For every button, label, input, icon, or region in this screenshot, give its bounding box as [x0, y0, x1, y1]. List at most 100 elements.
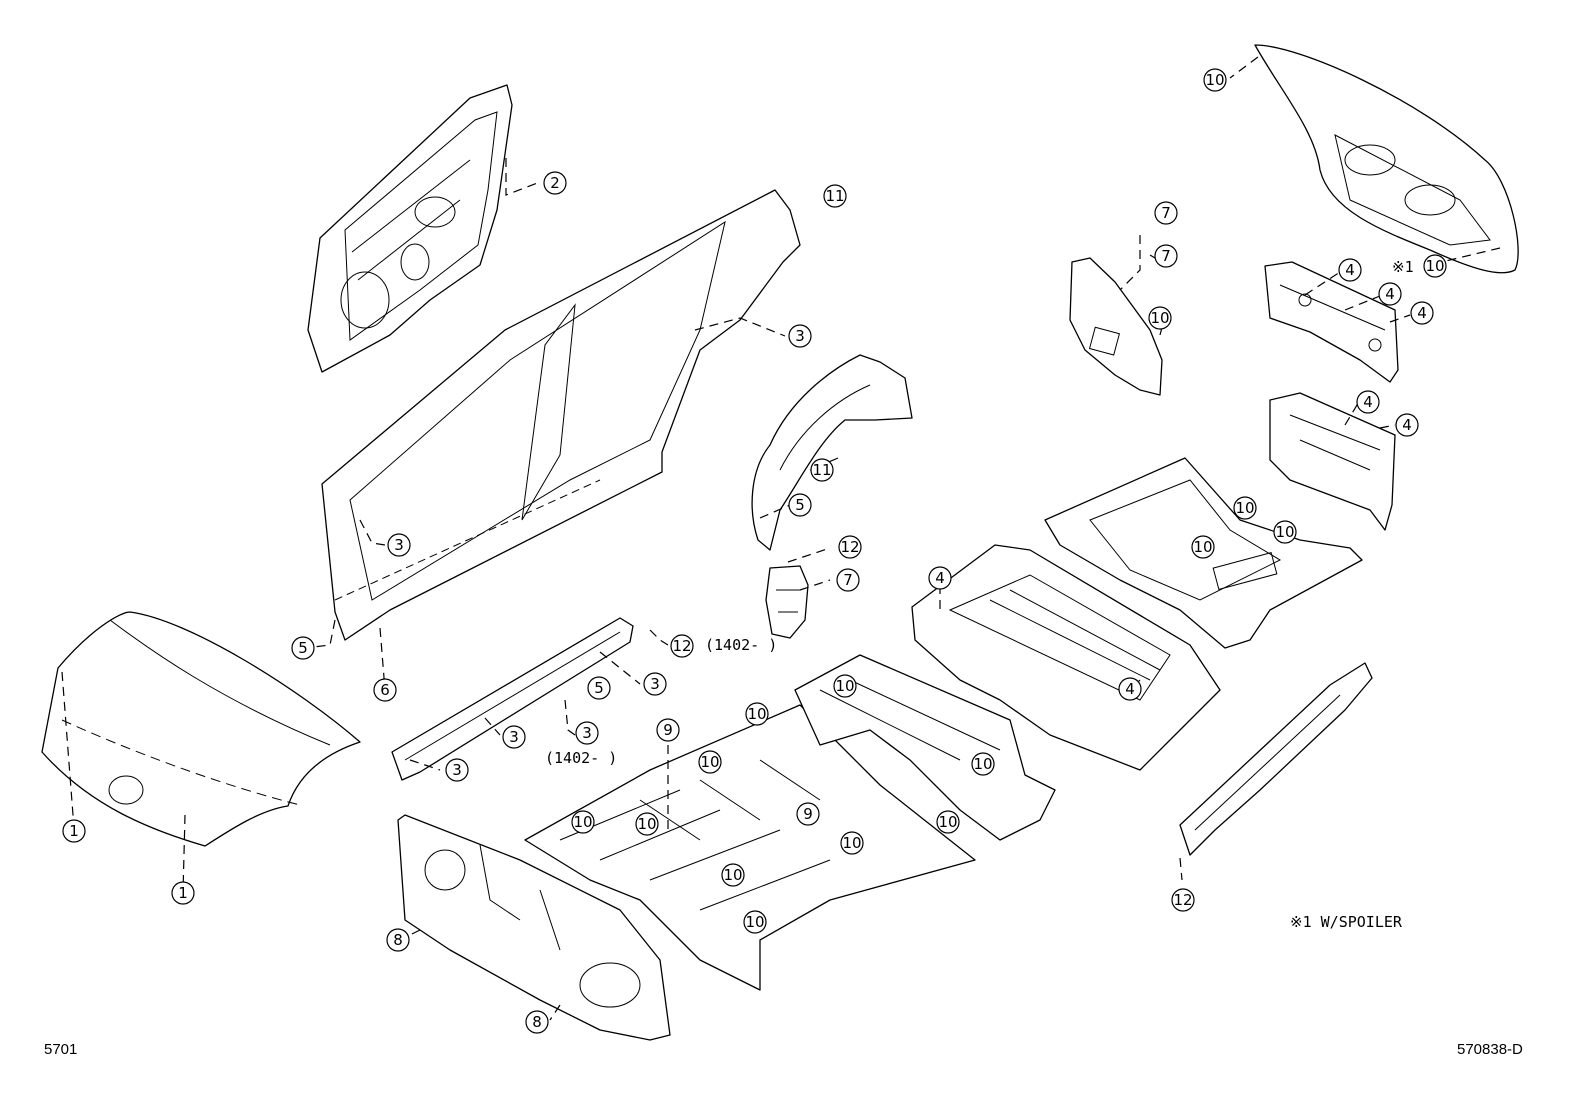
callout-3: 3: [575, 721, 599, 745]
callout-circle: [788, 324, 812, 348]
callout-circle: [721, 863, 745, 887]
callout-7: 7: [1154, 201, 1178, 225]
date-note-b: (1402- ): [545, 749, 617, 767]
callout-circle: [670, 634, 694, 658]
callout-number: 8: [532, 1013, 542, 1031]
center-floor-tunnel: [794, 654, 1056, 841]
front-floor-pan: [524, 704, 976, 991]
callout-circle: [1148, 306, 1172, 330]
callout-circle: [788, 493, 812, 517]
callout-circle: [1410, 301, 1434, 325]
footer-right-code: 570838-D: [1457, 1041, 1523, 1058]
callout-number: 1: [178, 884, 188, 902]
callout-circle: [838, 535, 862, 559]
callout-number: 4: [1402, 416, 1412, 434]
callout-number: 4: [1363, 393, 1373, 411]
callout-6: 6: [373, 678, 397, 702]
callout-circle: [1233, 496, 1257, 520]
callout-circle: [1154, 201, 1178, 225]
rear-upper-panel: [1264, 261, 1399, 383]
callout-10: 10: [743, 910, 767, 934]
callout-number: 4: [1385, 285, 1395, 303]
callout-number: 10: [700, 753, 719, 771]
callout-number: 10: [1150, 309, 1169, 327]
callout-5: 5: [788, 493, 812, 517]
callout-number: 12: [840, 538, 859, 556]
callout-number: 6: [380, 681, 390, 699]
callout-10: 10: [571, 810, 595, 834]
callout-4: 4: [1118, 677, 1142, 701]
callout-circle: [643, 672, 667, 696]
callout-8: 8: [386, 928, 410, 952]
callout-number: 8: [393, 931, 403, 949]
callout-1: 1: [62, 819, 86, 843]
callout-number: 5: [298, 639, 308, 657]
callout-number: 5: [594, 679, 604, 697]
callout-1: 1: [171, 881, 195, 905]
callout-circle: [571, 810, 595, 834]
callout-9: 9: [656, 718, 680, 742]
callout-3: 3: [387, 533, 411, 557]
side-body-panel: [321, 189, 801, 641]
callout-number: 10: [745, 913, 764, 931]
callout-number: 7: [1161, 204, 1171, 222]
rear-side-member: [1179, 662, 1373, 856]
callout-circle: [1395, 413, 1419, 437]
callout-9: 9: [796, 802, 820, 826]
callout-10: 10: [635, 812, 659, 836]
center-floor: [911, 544, 1221, 771]
callout-circle: [171, 881, 195, 905]
callout-3: 3: [445, 758, 469, 782]
callout-number: 10: [1205, 71, 1224, 89]
callout-12: 12: [670, 634, 694, 658]
callout-circle: [525, 1010, 549, 1034]
callout-4: 4: [1395, 413, 1419, 437]
callout-4: 4: [928, 566, 952, 590]
hood-panel: [41, 611, 361, 847]
rear-wheelhouse-arch: [751, 354, 913, 551]
callout-circle: [1273, 520, 1297, 544]
callout-8: 8: [525, 1010, 549, 1034]
callout-number: 11: [825, 187, 844, 205]
rear-lower-panel: [1269, 392, 1396, 531]
date-note-a: (1402- ): [705, 636, 777, 654]
callout-3: 3: [643, 672, 667, 696]
callout-circle: [1171, 888, 1195, 912]
callout-circle: [1378, 282, 1402, 306]
callout-3: 3: [788, 324, 812, 348]
callout-10: 10: [745, 702, 769, 726]
callout-circle: [1203, 68, 1227, 92]
callout-10: 10: [1191, 535, 1215, 559]
callout-number: 10: [973, 755, 992, 773]
callout-circle: [635, 812, 659, 836]
callout-number: 10: [1425, 257, 1444, 275]
callout-number: 5: [795, 496, 805, 514]
callout-number: 3: [582, 724, 592, 742]
spoiler-legend: ※1 W/SPOILER: [1290, 913, 1403, 931]
callout-10: 10: [936, 810, 960, 834]
callout-number: 7: [843, 571, 853, 589]
callout-circle: [656, 718, 680, 742]
callout-10: 10: [698, 750, 722, 774]
rocker-sill: [391, 617, 634, 781]
callout-number: 7: [1161, 247, 1171, 265]
callout-number: 2: [550, 174, 560, 192]
callout-number: 4: [1125, 680, 1135, 698]
callout-circle: [936, 810, 960, 834]
callout-circle: [1154, 244, 1178, 268]
callout-circle: [1338, 258, 1362, 282]
callout-number: 11: [812, 461, 831, 479]
callout-7: 7: [836, 568, 860, 592]
callout-circle: [743, 910, 767, 934]
trunk-lid: [1254, 44, 1519, 274]
callout-circle: [1118, 677, 1142, 701]
callout-number: 3: [795, 327, 805, 345]
callout-number: 3: [394, 536, 404, 554]
callout-4: 4: [1338, 258, 1362, 282]
callout-12: 12: [838, 535, 862, 559]
callout-4: 4: [1410, 301, 1434, 325]
callout-circle: [833, 674, 857, 698]
callout-circle: [836, 568, 860, 592]
callout-circle: [575, 721, 599, 745]
